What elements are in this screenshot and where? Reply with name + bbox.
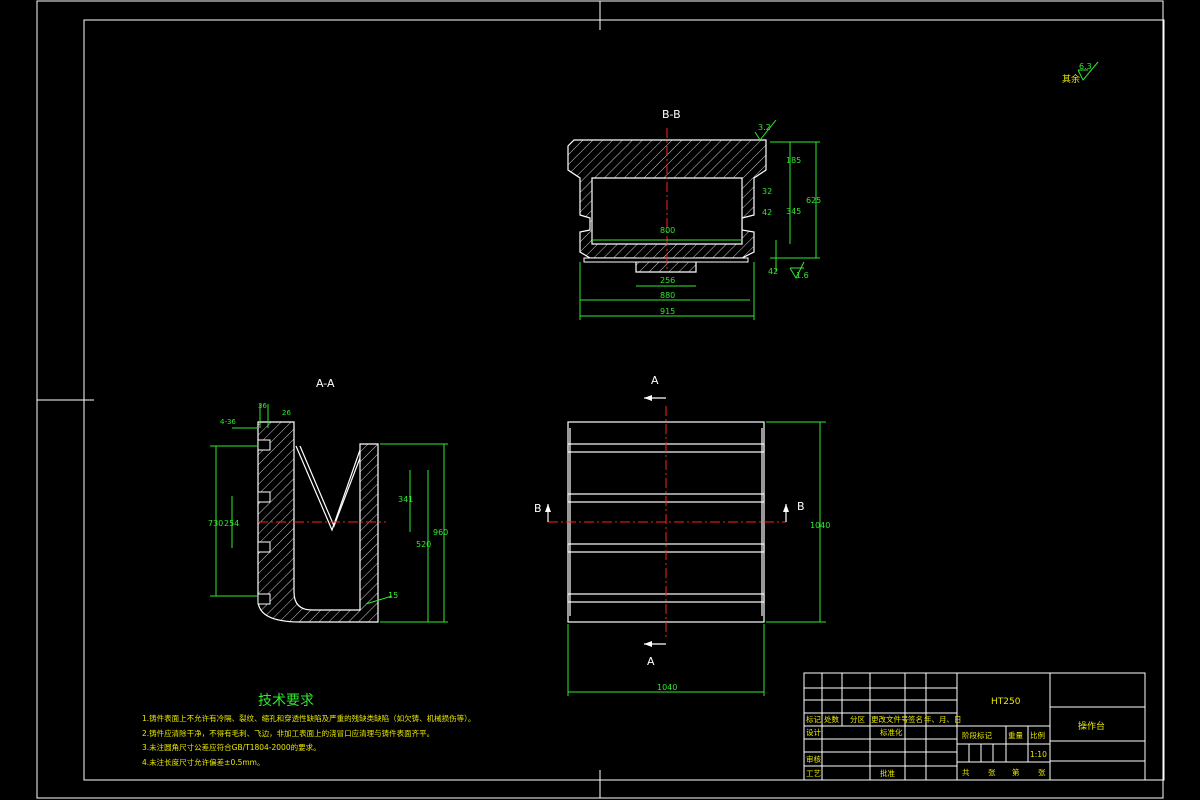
tb-design: 设计 — [806, 727, 821, 737]
tb-stage-mark: 阶段标记 — [962, 730, 992, 740]
drawing-frame — [83, 19, 1165, 781]
aa-dim-span2: 254 — [224, 519, 239, 528]
plan-view: A A B B 1040 1040 — [534, 374, 830, 696]
aa-dim-inner: 341 — [398, 495, 413, 504]
aa-dim-top-b: 36 — [258, 402, 267, 410]
aa-dim-total: 960 — [433, 528, 448, 537]
section-bb-view: B-B 185 625 345 32 42 42 800 256 880 915… — [567, 108, 821, 320]
section-bb-label: B-B — [662, 108, 681, 121]
sheet-border — [36, 0, 1164, 799]
bb-dim-h-total: 625 — [806, 196, 821, 205]
tb-approve: 批准 — [880, 768, 895, 778]
bb-dim-slot-small: 32 — [762, 187, 772, 196]
tb-review: 审核 — [806, 754, 821, 764]
bb-dim-h-top: 185 — [786, 156, 801, 165]
global-roughness-symbol: 其余 6.3 — [1062, 61, 1099, 85]
section-bb-cavity — [591, 177, 743, 245]
section-arrow-b-right: B — [797, 500, 805, 513]
bb-dim-inner-width: 800 — [660, 226, 675, 235]
tb-label-change-doc: 更改文件号 — [871, 714, 909, 724]
aa-dim-wall: 15 — [388, 591, 398, 600]
bb-dim-groove: 256 — [660, 276, 675, 285]
tb-sheet-label: 张 — [1038, 768, 1046, 777]
section-aa-body — [257, 421, 379, 623]
aa-dim-mid: 520 — [416, 540, 431, 549]
tech-req-item-2: 2.铸件应清除干净，不得有毛刺、飞边，非加工表面上的浇冒口应清理与铸件表面齐平。 — [142, 728, 434, 738]
tb-weight: 重量 — [1008, 731, 1023, 740]
tb-label-mark: 标记 — [806, 714, 821, 724]
tb-label-date: 年、月、日 — [924, 714, 962, 724]
tb-process: 工艺 — [806, 769, 821, 778]
tb-material: HT250 — [991, 697, 1021, 707]
section-arrow-b-left: B — [534, 502, 542, 515]
bb-dim-bottom-width: 880 — [660, 291, 675, 300]
aa-dim-span1: 730 — [208, 519, 223, 528]
tb-label-count: 处数 — [824, 714, 839, 724]
bb-dim-slot-mid: 42 — [762, 208, 772, 217]
tech-requirements: 技术要求 1.铸件表面上不允许有冷隔、裂纹、缩孔和穿透性缺陷及严重的残缺类缺陷（… — [142, 693, 475, 767]
section-arrow-a-top: A — [651, 374, 659, 387]
section-arrow-a-bottom: A — [647, 655, 655, 668]
bb-roughness-top: 3.2 — [758, 123, 771, 132]
tech-req-item-4: 4.未注长度尺寸允许偏差±0.5mm。 — [142, 757, 264, 767]
aa-dim-top-c: 26 — [282, 409, 291, 417]
bb-dim-h-mid: 345 — [786, 207, 801, 216]
bb-dim-bottom: 42 — [768, 267, 778, 276]
bb-roughness-bottom: 1.6 — [796, 271, 809, 280]
tb-label-sign: 签名 — [908, 714, 923, 724]
aa-dim-top-a: 4-36 — [220, 418, 236, 426]
tech-req-title: 技术要求 — [258, 693, 314, 709]
plan-dim-height: 1040 — [810, 521, 830, 530]
tb-sheet-no: 第 — [1012, 767, 1020, 777]
tb-part-name: 操作台 — [1078, 720, 1105, 732]
plan-dim-width: 1040 — [657, 683, 677, 692]
tb-scale: 1:10 — [1030, 750, 1047, 759]
section-aa-view: A-A 4-36 36 26 730 254 341 520 960 15 — [208, 377, 448, 623]
tb-label-zone: 分区 — [850, 715, 865, 724]
roughness-label: 其余 — [1062, 73, 1080, 85]
tb-standardize: 标准化 — [880, 727, 903, 737]
section-aa-label: A-A — [316, 377, 335, 390]
tech-req-item-3: 3.未注圆角尺寸公差应符合GB/T1804-2000的要求。 — [142, 742, 321, 752]
tb-scale-label: 比例 — [1030, 730, 1045, 740]
roughness-value: 6.3 — [1079, 62, 1092, 71]
title-block: 标记 处数 分区 更改文件号 签名 年、月、日 设计 标准化 审核 工艺 批准 … — [803, 672, 1146, 781]
tb-sheets-label: 张 — [988, 768, 996, 777]
tech-req-item-1: 1.铸件表面上不允许有冷隔、裂纹、缩孔和穿透性缺陷及严重的残缺类缺陷（如欠铸、机… — [142, 713, 475, 723]
tb-sheets-total: 共 — [962, 768, 970, 777]
bb-dim-overall: 915 — [660, 307, 675, 316]
